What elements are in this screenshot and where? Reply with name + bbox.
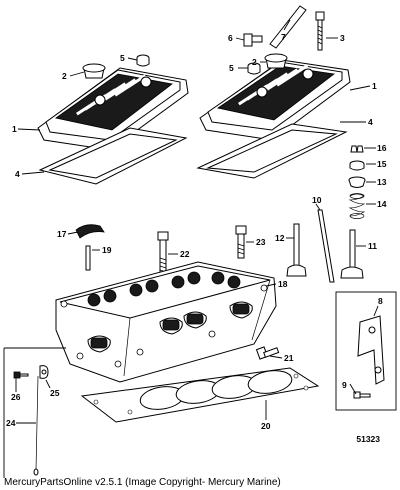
valve-cover-stud[interactable] — [315, 11, 325, 51]
callout-24: 24 — [6, 418, 16, 428]
dipstick-screw[interactable] — [13, 371, 29, 379]
push-rod[interactable] — [317, 209, 335, 283]
image-caption: MercuryPartsOnline v2.5.1 (Image Copyrig… — [4, 477, 281, 488]
callout-2-right: 2 — [252, 57, 257, 67]
callout-12: 12 — [275, 233, 285, 243]
callout-9: 9 — [342, 380, 347, 390]
callout-20: 20 — [261, 421, 271, 431]
callout-4-right: 4 — [368, 117, 373, 127]
callout-22: 22 — [180, 249, 190, 259]
callout-18: 18 — [278, 279, 288, 289]
breather-grommet-right[interactable] — [247, 62, 261, 75]
callout-23: 23 — [256, 237, 266, 247]
cylinder-head-bolt[interactable] — [235, 225, 247, 259]
valve-spring[interactable] — [348, 193, 366, 219]
callout-17: 17 — [57, 229, 67, 239]
dipstick-inset — [3, 347, 66, 478]
callout-13: 13 — [377, 177, 387, 187]
intake-valve[interactable] — [286, 223, 307, 277]
valve-cover-gasket-right[interactable] — [196, 123, 348, 179]
dipstick-tube[interactable] — [33, 375, 39, 476]
valve-seal[interactable] — [349, 160, 365, 171]
callout-labels: 1 2 5 4 1 2 5 4 6 7 3 16 15 13 14 10 12 … — [6, 32, 387, 431]
diagram-id: 51323 — [356, 434, 380, 444]
valve-cover-right[interactable] — [199, 59, 351, 141]
callout-10: 10 — [312, 195, 322, 205]
valve-cover-gasket-left[interactable] — [38, 127, 188, 185]
valve-cover-left[interactable] — [37, 67, 189, 151]
valve-keeper[interactable] — [350, 145, 364, 153]
bracket-inset — [335, 291, 397, 411]
callout-2-left: 2 — [62, 71, 67, 81]
exhaust-valve[interactable] — [340, 229, 364, 279]
leader-lines — [15, 19, 379, 424]
callout-5-right: 5 — [229, 63, 234, 73]
callout-25: 25 — [50, 388, 60, 398]
callout-5-left: 5 — [120, 53, 125, 63]
callout-1-left: 1 — [12, 124, 17, 134]
callout-1-right: 1 — [372, 81, 377, 91]
callout-15: 15 — [377, 159, 387, 169]
valve-springs-installed — [87, 271, 241, 307]
callout-3: 3 — [340, 33, 345, 43]
rocker-arm-stud[interactable] — [85, 245, 91, 271]
callout-19: 19 — [102, 245, 112, 255]
pcv-fitting[interactable] — [243, 33, 263, 47]
callout-16: 16 — [377, 143, 387, 153]
bracket-screw[interactable] — [353, 391, 371, 399]
callout-8: 8 — [378, 296, 383, 306]
oil-filler-cap-right[interactable] — [264, 53, 288, 69]
callout-26: 26 — [11, 392, 21, 402]
rocker-arm[interactable] — [75, 224, 105, 239]
callout-11: 11 — [368, 241, 377, 251]
dipstick-bracket[interactable] — [39, 365, 49, 379]
oil-filler-cap-left[interactable] — [82, 63, 106, 79]
cylinder-head-gasket[interactable] — [80, 367, 320, 423]
exhaust-ports — [87, 301, 253, 353]
breather-grommet-left[interactable] — [136, 54, 150, 67]
callout-14: 14 — [377, 199, 387, 209]
callout-6: 6 — [228, 33, 233, 43]
breather-hose[interactable] — [269, 5, 307, 49]
cylinder-head-bolt-long[interactable] — [157, 231, 169, 277]
mounting-bracket[interactable] — [357, 315, 385, 385]
cylinder-head[interactable] — [55, 261, 277, 383]
spring-retainer[interactable] — [348, 176, 366, 188]
cylinder-head-bolt-short[interactable] — [255, 346, 280, 360]
callout-7: 7 — [281, 32, 286, 42]
callout-21: 21 — [284, 353, 294, 363]
callout-4-left: 4 — [15, 169, 20, 179]
